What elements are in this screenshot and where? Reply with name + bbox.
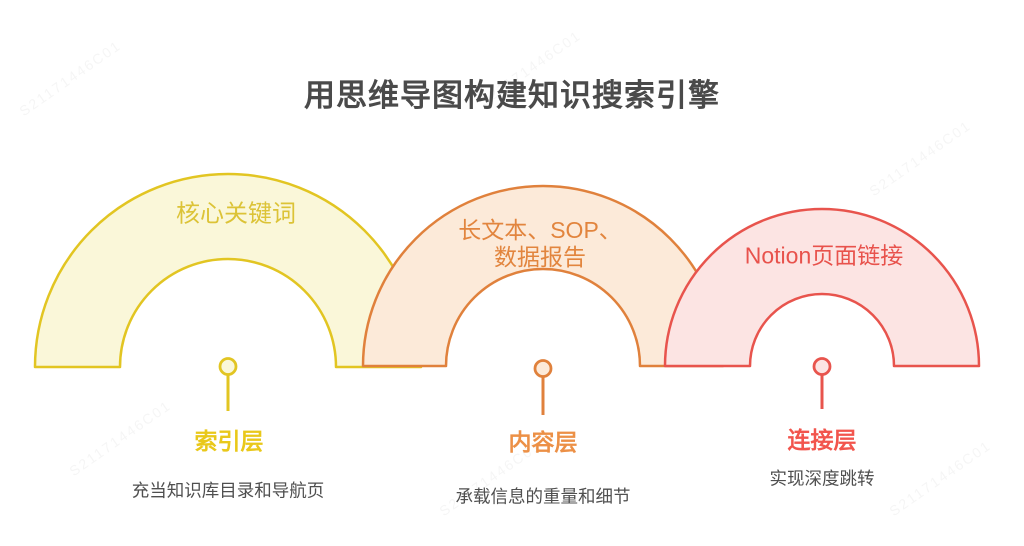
layer-description-content: 承载信息的重量和细节	[455, 486, 631, 507]
layer-name-index: 索引层	[194, 428, 264, 454]
pin-dot-index	[218, 357, 238, 376]
arch-text-line: 数据报告	[493, 244, 586, 270]
layer-description-index: 充当知识库目录和导航页	[131, 480, 325, 501]
pin-dot-content	[533, 359, 553, 378]
layer-description-link: 实现深度跳转	[769, 468, 875, 489]
arch-text-line: 长文本、SOP、	[458, 217, 622, 243]
arch-text-line: 核心关键词	[176, 200, 296, 228]
pin-dot-link	[812, 357, 832, 376]
arch-shape-link	[663, 207, 981, 368]
arch-text-index: 核心关键词	[176, 201, 296, 228]
arch-text-link: Notion页面链接	[745, 243, 903, 270]
layer-name-content: 内容层	[508, 429, 578, 455]
page-title: 用思维导图构建知识搜索引擎	[304, 78, 720, 113]
arch-text-content: 长文本、SOP、 数据报告	[458, 217, 622, 271]
layer-name-link: 连接层	[787, 427, 857, 453]
arch-text-line: Notion页面链接	[744, 242, 904, 269]
